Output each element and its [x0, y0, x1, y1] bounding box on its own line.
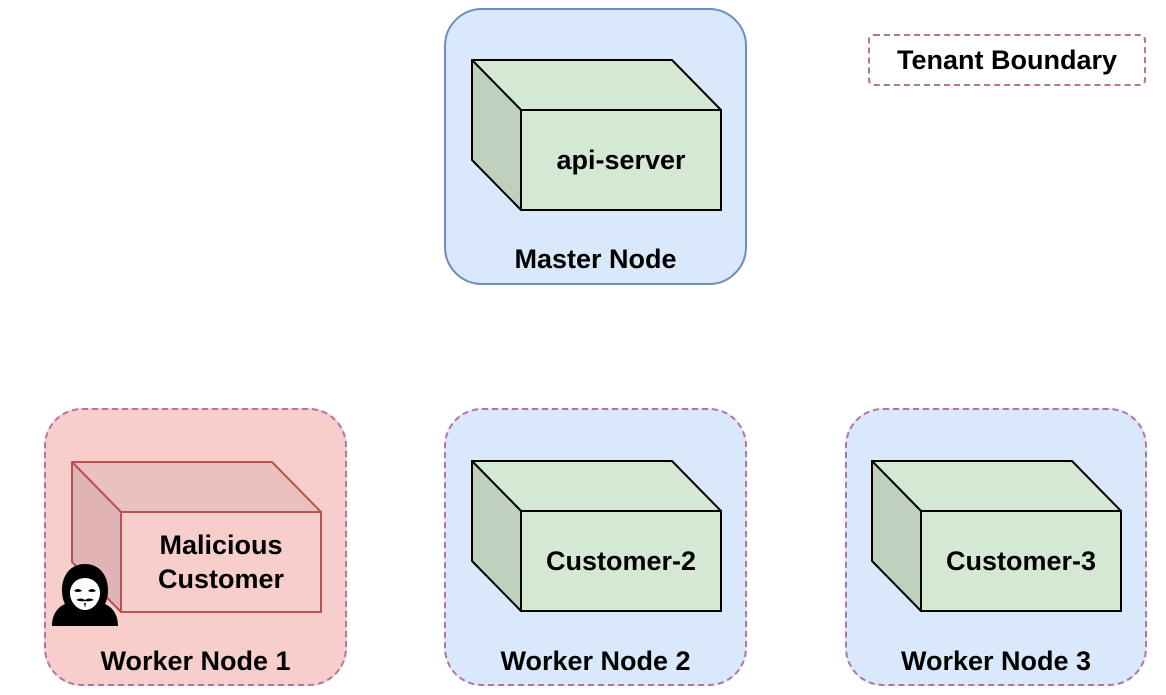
worker-node-2[interactable]: Customer-2 Worker Node 2	[444, 408, 747, 686]
hacker-icon	[52, 564, 118, 626]
customer-2-label: Customer-2	[545, 546, 697, 576]
api-server-label: api-server	[556, 145, 686, 175]
customer-2-box	[471, 460, 722, 612]
worker-node-3[interactable]: Customer-3 Worker Node 3	[845, 408, 1147, 686]
malicious-customer-line2: Customer	[157, 564, 285, 594]
customer-3-box	[871, 460, 1122, 612]
worker-node-1-label: Worker Node 1	[100, 646, 291, 676]
tenant-boundary-legend: Tenant Boundary	[868, 34, 1146, 86]
worker-node-2-label: Worker Node 2	[500, 646, 691, 676]
worker-node-1[interactable]: Malicious Customer Worker Node 1	[44, 408, 347, 686]
box-front-face	[520, 109, 722, 211]
master-node-label: Master Node	[514, 244, 677, 274]
box-front-face	[920, 510, 1122, 612]
legend-label: Tenant Boundary	[896, 44, 1117, 75]
box-front-face	[520, 510, 722, 612]
malicious-customer-line1: Malicious	[159, 530, 283, 560]
malicious-customer-label: Malicious Customer	[121, 512, 321, 612]
worker-node-3-label: Worker Node 3	[900, 646, 1092, 676]
master-node[interactable]: api-server Master Node	[444, 8, 747, 285]
api-server-box	[471, 59, 722, 211]
box-front-face	[120, 511, 322, 613]
customer-3-label: Customer-3	[945, 546, 1097, 576]
